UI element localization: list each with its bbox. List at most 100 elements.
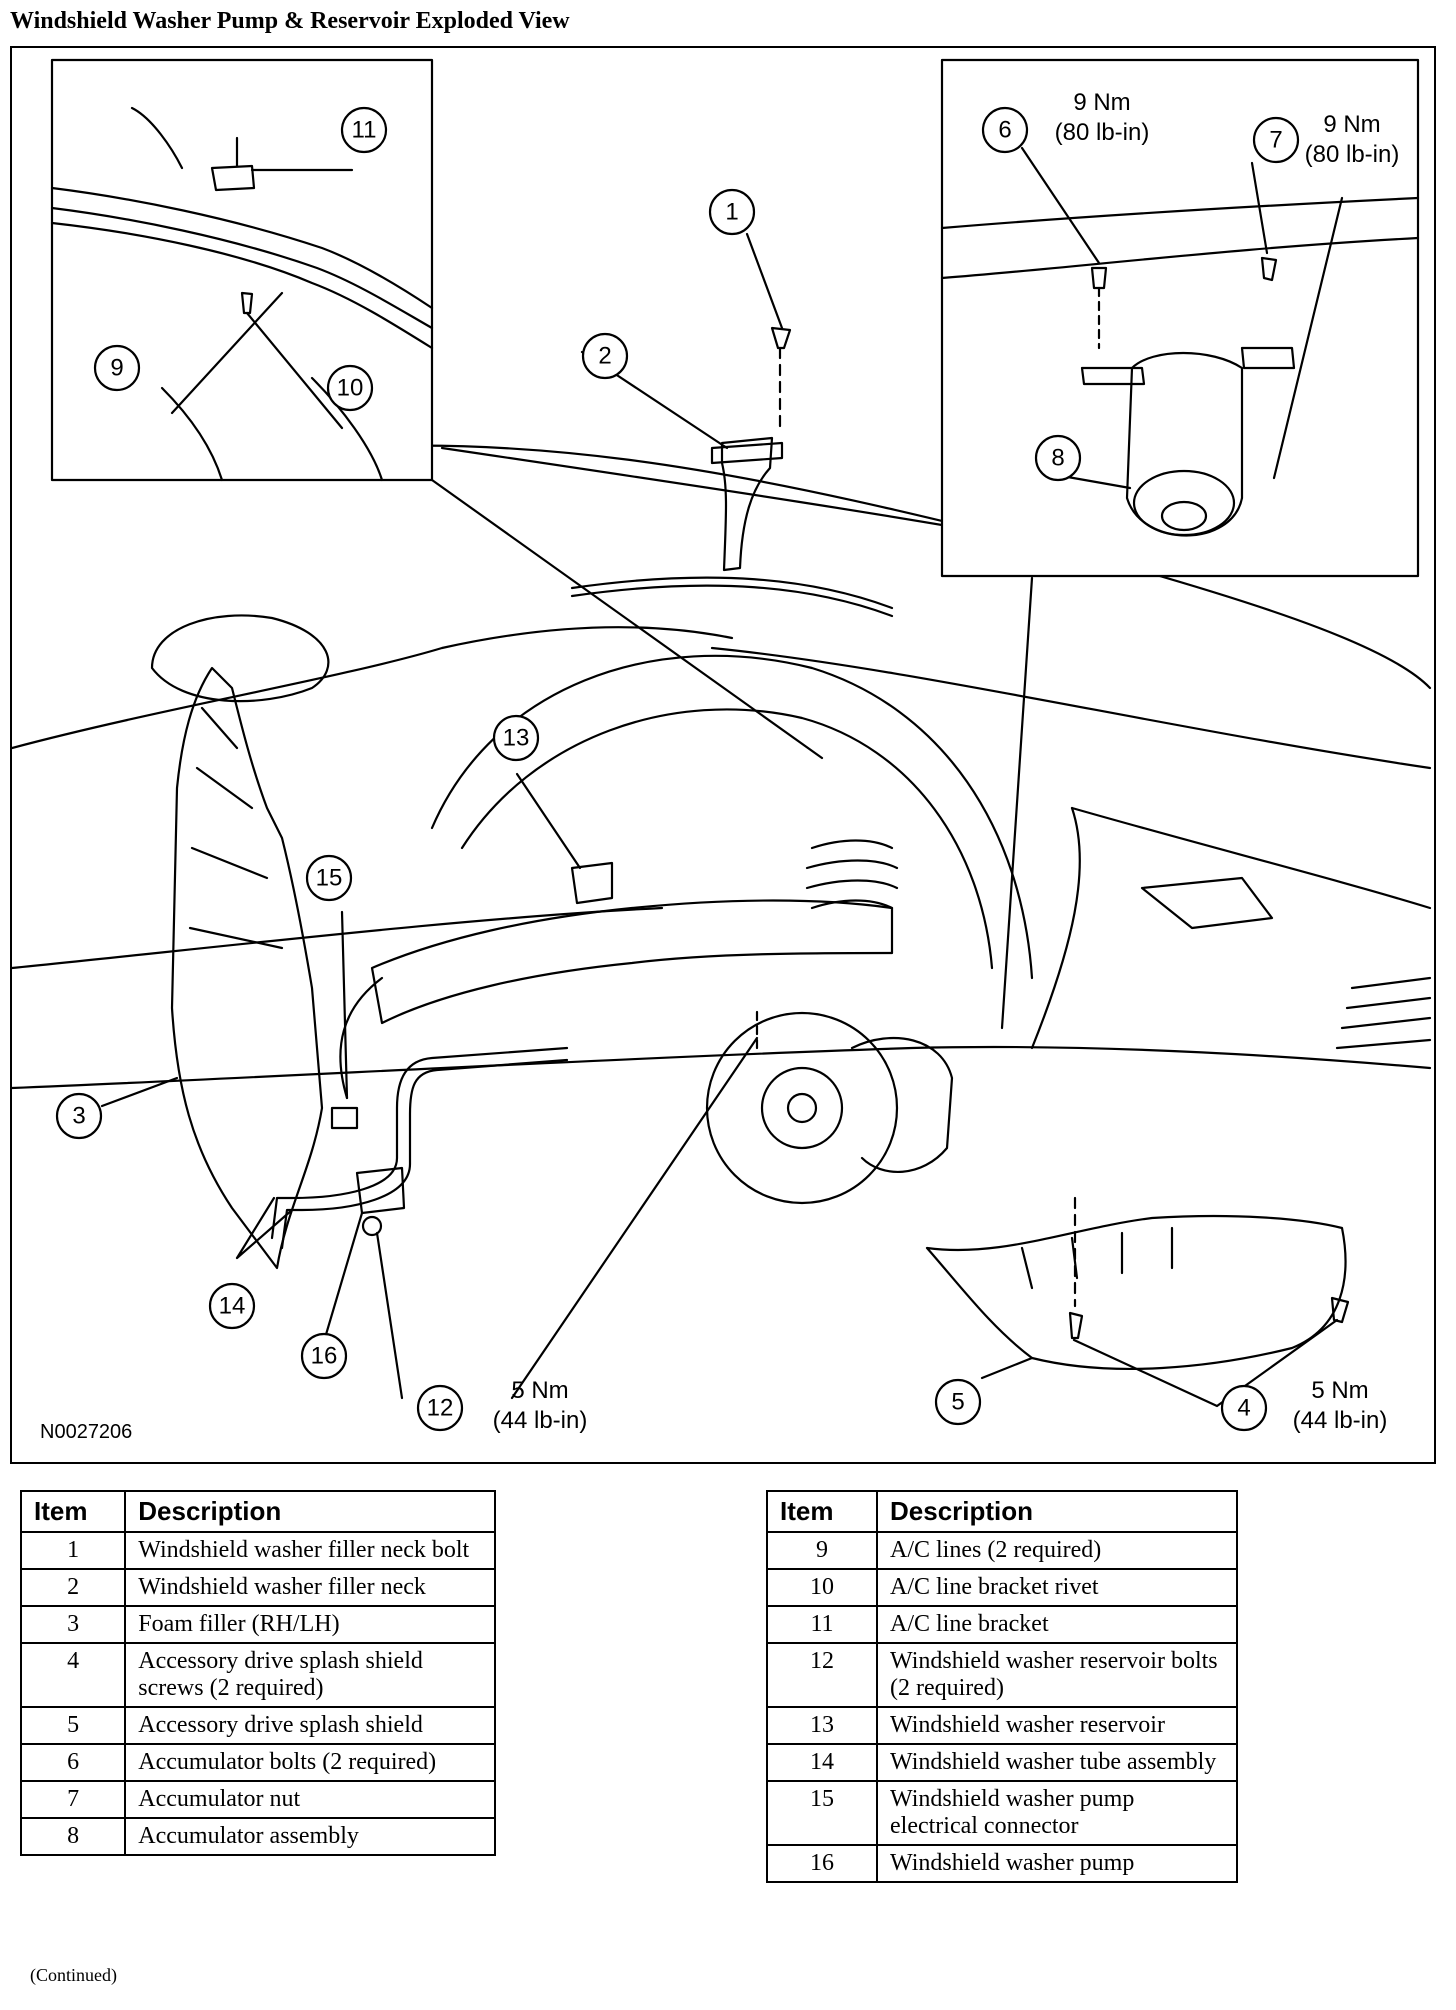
callout-4: 4 <box>1237 1395 1250 1422</box>
callout-14: 14 <box>219 1293 246 1320</box>
torque-reservoir-nm: 5 Nm <box>511 1377 568 1404</box>
callout-6: 6 <box>998 117 1011 144</box>
item-description: Accessory drive splash shield screws (2 … <box>124 1642 496 1708</box>
description-header: Description <box>876 1490 1238 1533</box>
torque-acc-nut-lbin: (80 lb-in) <box>1305 141 1400 168</box>
callout-2: 2 <box>598 343 611 370</box>
shield-screw-right <box>1330 1296 1350 1324</box>
car-lower-body <box>12 906 664 970</box>
callout-3: 3 <box>72 1103 85 1130</box>
callout-15: 15 <box>316 865 343 892</box>
item-description: Accumulator assembly <box>124 1817 496 1856</box>
item-description: Accumulator bolts (2 required) <box>124 1743 496 1782</box>
torque-shield-nm: 5 Nm <box>1311 1377 1368 1404</box>
car-fender-line <box>12 626 734 750</box>
item-number: 16 <box>766 1844 878 1883</box>
item-number: 11 <box>766 1605 878 1644</box>
item-number: 14 <box>766 1743 878 1782</box>
item-number: 9 <box>766 1531 878 1570</box>
item-number: 3 <box>19 1605 127 1644</box>
accumulator-bolt <box>1090 266 1108 290</box>
wiper-blade <box>570 576 894 610</box>
side-marker <box>1140 876 1274 930</box>
splash-shield <box>925 1214 1347 1370</box>
item-number: 10 <box>766 1568 878 1607</box>
torque-acc-nut-nm: 9 Nm <box>1323 111 1380 138</box>
pump-connector-harness <box>339 976 384 1100</box>
item-description: Windshield washer tube assembly <box>876 1743 1238 1782</box>
item-description: A/C line bracket <box>876 1605 1238 1644</box>
car-rocker <box>12 1045 1432 1090</box>
washer-pump <box>355 1166 406 1215</box>
ac-bracket-rivet <box>240 291 254 315</box>
item-number: 6 <box>19 1743 127 1782</box>
item-description: Accumulator nut <box>124 1780 496 1819</box>
torque-acc-bolt-nm: 9 Nm <box>1073 89 1130 116</box>
wheel-arch-inner <box>460 708 994 970</box>
coil-spring <box>805 839 899 910</box>
item-description: A/C lines (2 required) <box>876 1531 1238 1570</box>
item-description: Windshield washer reservoir <box>876 1706 1238 1745</box>
washer-tube-assembly <box>270 1046 569 1240</box>
figure-code: N0027206 <box>40 1421 132 1443</box>
wheel-arch <box>430 654 1034 980</box>
grille-slats <box>1335 976 1432 1050</box>
side-mirror <box>150 614 330 703</box>
washer-reservoir <box>370 899 894 1025</box>
item-description: Windshield washer filler neck <box>124 1568 496 1607</box>
callout-8: 8 <box>1051 445 1064 472</box>
callout-10: 10 <box>337 375 364 402</box>
exploded-view-figure: 1 2 3 4 5 6 7 8 9 10 11 12 13 14 15 16 9… <box>10 46 1436 1464</box>
accumulator-nut <box>1260 256 1278 282</box>
brake-caliper <box>850 1036 954 1174</box>
item-description: Windshield washer reservoir bolts (2 req… <box>876 1642 1238 1708</box>
item-description: Windshield washer pump <box>876 1844 1238 1883</box>
torque-reservoir-lbin: (44 lb-in) <box>493 1407 588 1434</box>
item-number: 15 <box>766 1780 878 1846</box>
continued-note: (Continued) <box>30 1965 117 1985</box>
callout-12: 12 <box>427 1395 454 1422</box>
car-door-line <box>1030 806 1081 1050</box>
torque-shield-lbin: (44 lb-in) <box>1293 1407 1388 1434</box>
item-number: 8 <box>19 1817 127 1856</box>
item-description: Accessory drive splash shield <box>124 1706 496 1745</box>
car-side-crease <box>710 646 1432 770</box>
callout-11: 11 <box>352 117 377 144</box>
item-description: Windshield washer pump electrical connec… <box>876 1780 1238 1846</box>
item-number: 1 <box>19 1531 127 1570</box>
item-header: Item <box>19 1490 127 1533</box>
car-rear-contour <box>1070 806 1432 910</box>
callout-7: 7 <box>1269 127 1282 154</box>
filler-neck-bolt <box>770 326 792 350</box>
item-number: 12 <box>766 1642 878 1708</box>
item-number: 5 <box>19 1706 127 1745</box>
item-number: 2 <box>19 1568 127 1607</box>
item-number: 13 <box>766 1706 878 1745</box>
item-number: 7 <box>19 1780 127 1819</box>
item-description: Windshield washer filler neck bolt <box>124 1531 496 1570</box>
exploded-view-drawing: 1 2 3 4 5 6 7 8 9 10 11 12 13 14 15 16 9… <box>12 58 1432 1443</box>
item-description: A/C line bracket rivet <box>876 1568 1238 1607</box>
shield-screw-left <box>1068 1311 1084 1340</box>
callout-13: 13 <box>503 725 530 752</box>
page-title: Windshield Washer Pump & Reservoir Explo… <box>10 8 570 34</box>
callout-9: 9 <box>110 355 123 382</box>
item-description: Foam filler (RH/LH) <box>124 1605 496 1644</box>
callout-1: 1 <box>725 199 738 226</box>
ac-line-bracket <box>210 164 256 192</box>
